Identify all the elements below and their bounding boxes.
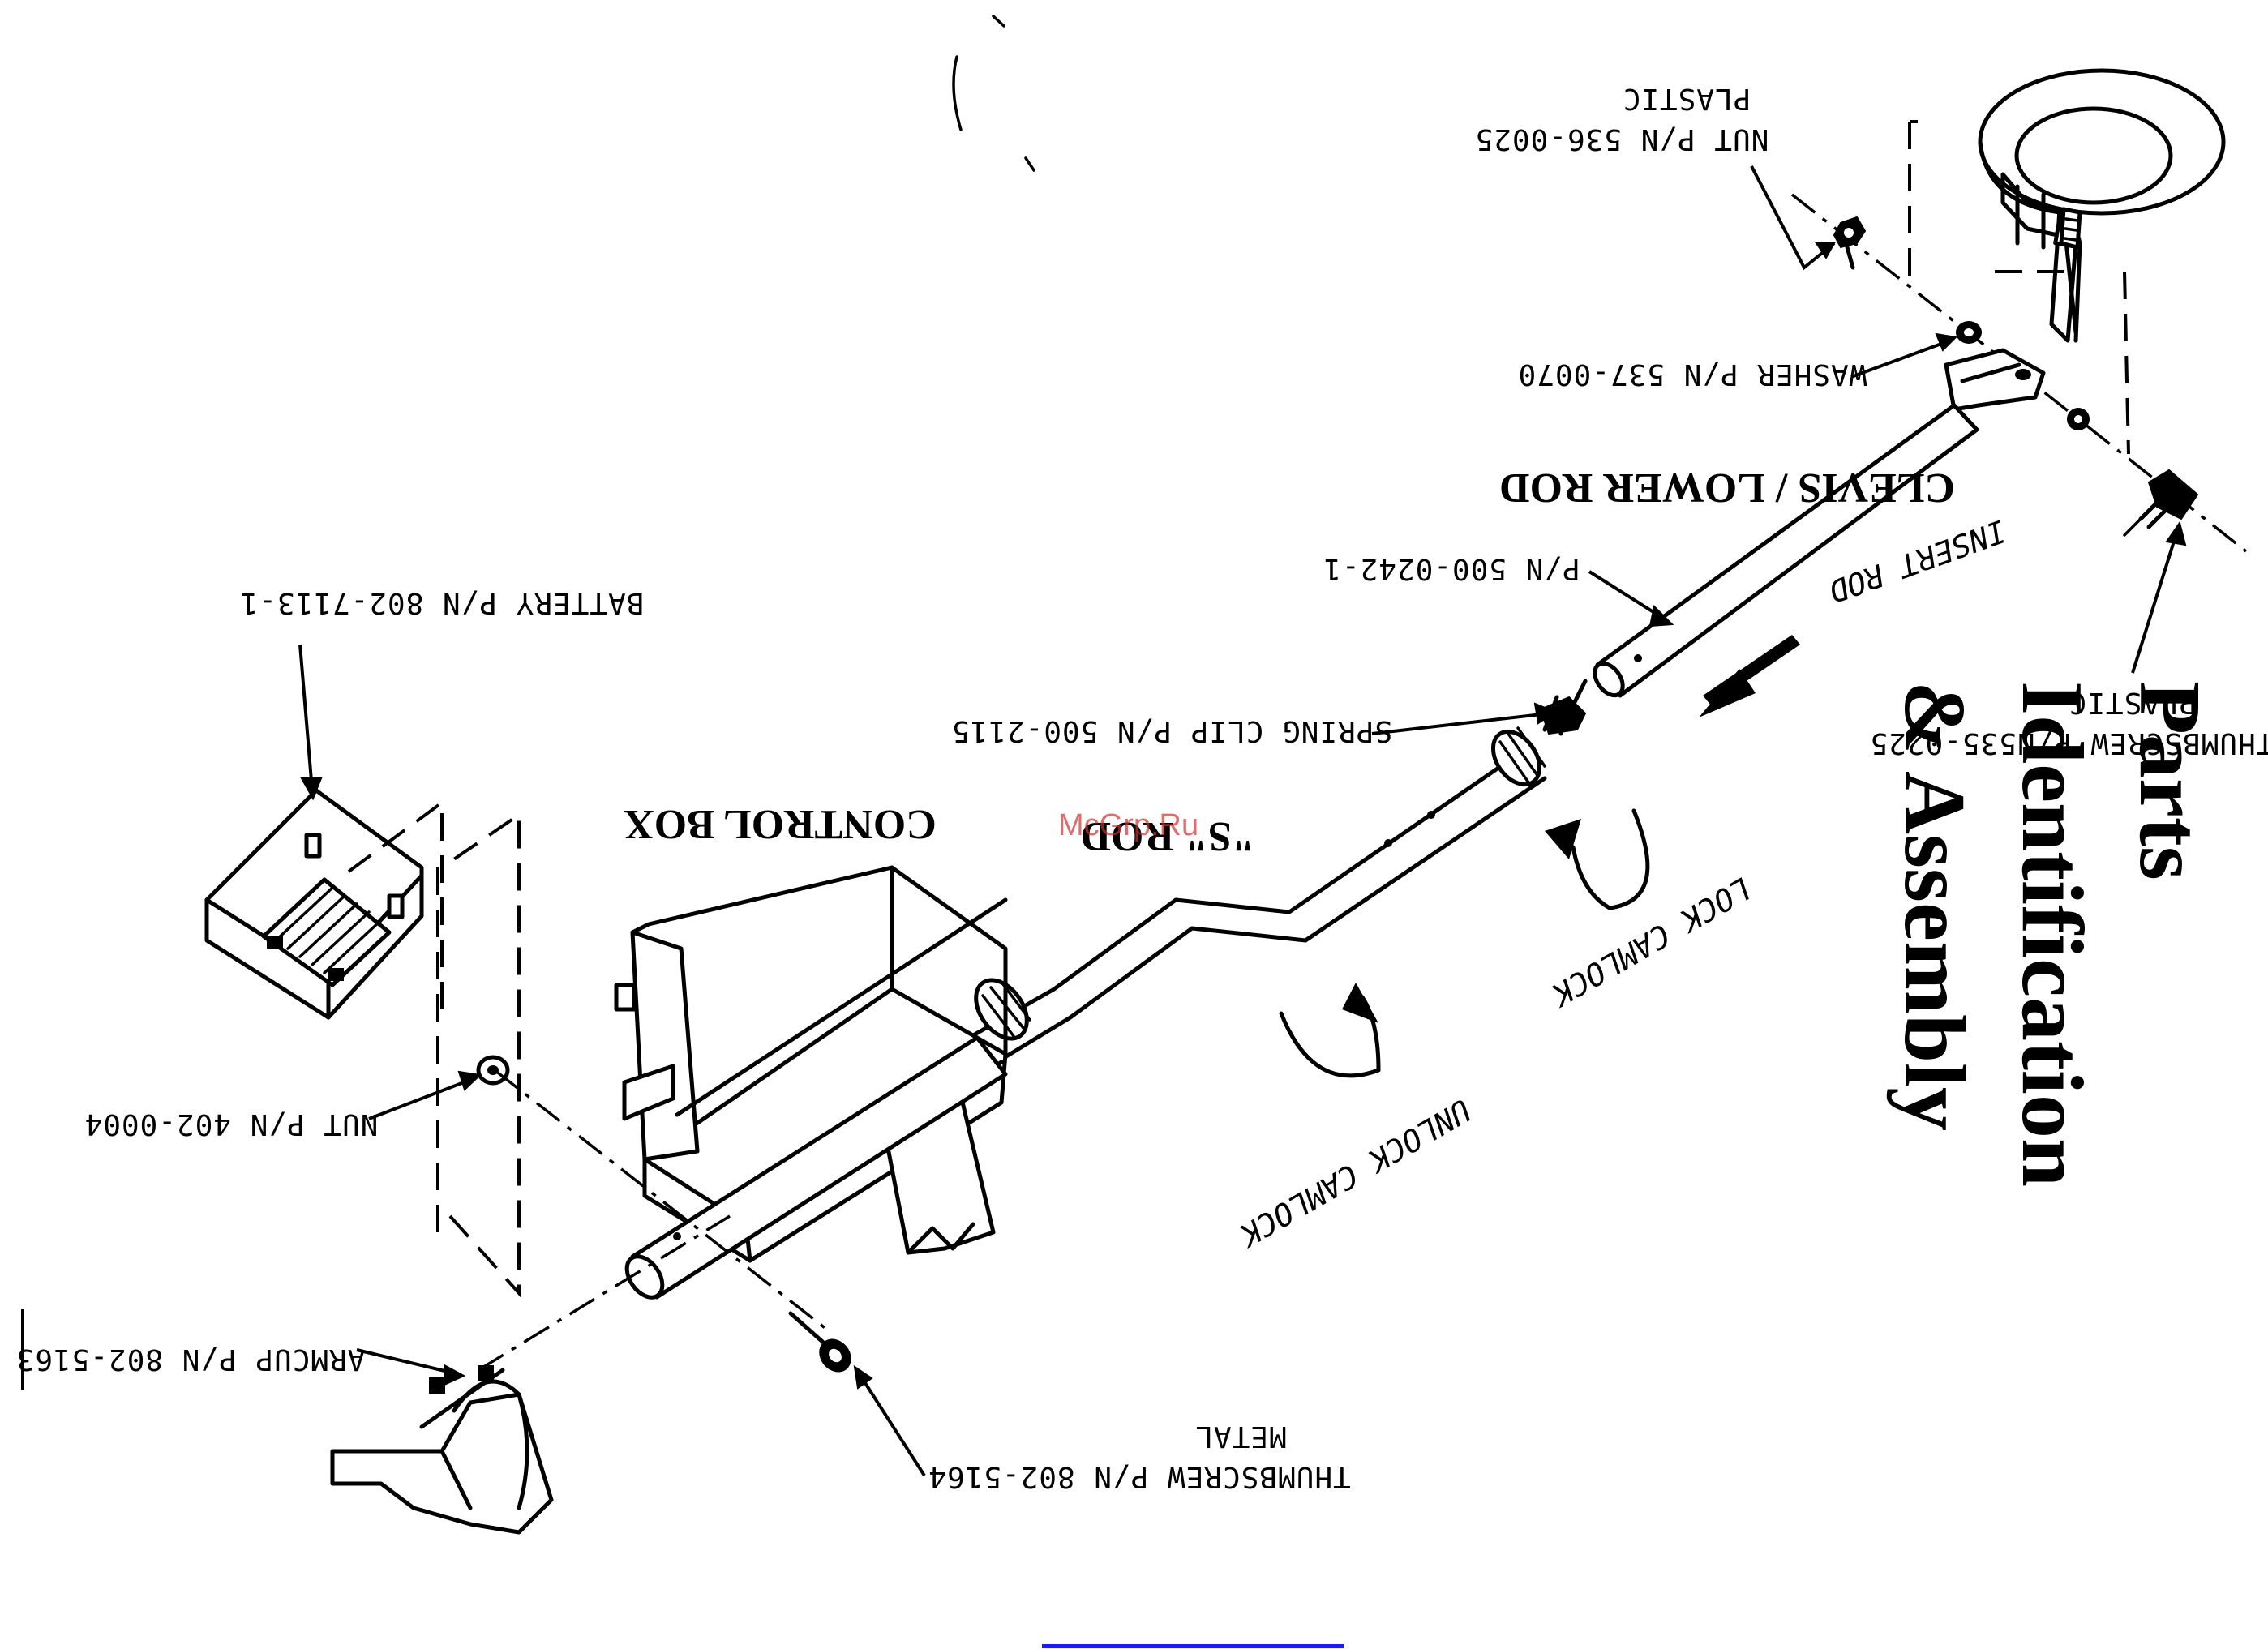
watermark: McGrp.Ru xyxy=(1058,808,1198,842)
spring-clip-leader xyxy=(1371,712,1550,735)
washer-label: WASHER P/N 537-0070 xyxy=(1518,358,1867,391)
clevis-lower-rod-label: CLEVIS / LOWER ROD xyxy=(1499,465,1955,511)
battery xyxy=(204,788,424,1020)
armcup-axis xyxy=(478,1214,731,1372)
armcup-label: ARMCUP P/N 802-5163 xyxy=(16,1343,366,1376)
washer-leader xyxy=(1850,339,1951,379)
lock-camlock-label: LOCK CAMLOCK xyxy=(1544,871,1756,1014)
nut-536-material-label: PLASTIC xyxy=(1623,82,1751,115)
spring-clip-500-2115 xyxy=(1539,679,1588,736)
labels: NUT P/N 536-0025 PLASTIC WASHER P/N 537-… xyxy=(16,82,2268,1493)
insert-direction-arrow xyxy=(1699,635,1800,717)
unlock-camlock-label: UNLOCK CAMLOCK xyxy=(1232,1092,1477,1254)
lock-camlock-arrow xyxy=(1545,808,1650,910)
title-line-1: Parts xyxy=(2121,681,2218,880)
control-box-label: CONTROL BOX xyxy=(624,801,937,847)
thumbscrew-802-material-label: METAL xyxy=(1194,1420,1286,1453)
battery-label: BATTERY P/N 802-7113-1 xyxy=(240,586,645,619)
thumbscrew-535-leader xyxy=(2131,530,2179,674)
title-line-2: Identification xyxy=(2004,681,2100,1187)
thumbscrew-535-material-label: PLASTIC xyxy=(2069,686,2197,719)
search-coil xyxy=(1978,68,2226,250)
scan-mark-1 xyxy=(952,55,963,131)
plastic-nut-536 xyxy=(1833,216,1867,270)
nut-536-label: NUT P/N 536-0025 xyxy=(1475,122,1769,156)
insert-rod-label: INSERT ROD xyxy=(1824,512,2010,610)
spring-clip-label: SPRING CLIP P/N 500-2115 xyxy=(951,714,1392,747)
clevis xyxy=(1944,348,2046,412)
washer-537 xyxy=(1956,321,2090,430)
title-line-3: & Assembly xyxy=(1886,681,1983,1131)
thumbscrew-802-label: THUMBSCREW P/N 802-5164 xyxy=(928,1460,1351,1493)
s-rod xyxy=(938,726,1547,1089)
lower-rod xyxy=(1593,403,1979,698)
lower-rod-pn-label: P/N 500-0242-1 xyxy=(1323,552,1580,585)
s-rod-label: "S" ROD xyxy=(1080,813,1254,859)
scan-mark-3 xyxy=(1024,156,1035,172)
s-rod-camlock xyxy=(974,978,1031,1041)
upper-rod xyxy=(624,1035,1008,1300)
thumbscrew-802-leader xyxy=(858,1373,926,1477)
battery-leader xyxy=(298,644,314,791)
bottom-link-rule[interactable] xyxy=(1042,1644,1344,1648)
metal-thumbscrew-802 xyxy=(788,1311,851,1373)
coil-align-line-3 xyxy=(2123,271,2130,455)
nut-402-label: NUT P/N 402-0004 xyxy=(84,1107,379,1141)
nut-402 xyxy=(476,1055,510,1086)
nut-402-leader xyxy=(368,1077,475,1120)
armcup-leader xyxy=(356,1348,459,1376)
scan-mark-2 xyxy=(992,15,1005,28)
thumbscrew-535-label: THUMBSCREW P/N535-0225 xyxy=(1870,726,2268,760)
plastic-thumbscrew-535 xyxy=(2123,469,2199,537)
control-box-axis xyxy=(493,1069,829,1331)
battery-cover-outline xyxy=(347,799,521,1298)
unlock-camlock-arrow xyxy=(1279,983,1381,1078)
page-title: Parts Identification & Assembly xyxy=(1886,681,2218,1187)
coil-thumbscrew-top xyxy=(2059,207,2082,250)
armcup xyxy=(330,1365,554,1535)
